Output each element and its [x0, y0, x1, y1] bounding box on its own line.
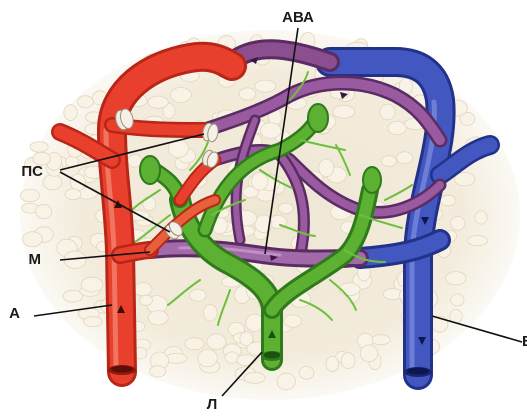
tissue-cell [150, 366, 166, 377]
tissue-cell [260, 123, 281, 139]
tissue-cell [326, 357, 339, 372]
tissue-cell [84, 317, 103, 327]
tissue-cell [244, 372, 265, 383]
tissue-cell [333, 105, 355, 118]
tissue-cell [207, 334, 226, 350]
tissue-cell [380, 104, 395, 120]
tissue-cell [77, 96, 93, 108]
tissue-cell [451, 294, 464, 306]
tissue-cell [140, 295, 153, 305]
tissue-cell [475, 211, 487, 224]
label-ps: ПС [21, 163, 43, 180]
tissue-cell [451, 216, 465, 230]
tissue-cell [20, 189, 39, 202]
tissue-cell [225, 352, 239, 363]
label-v: В [522, 333, 527, 350]
tissue-cell [64, 105, 77, 121]
tissue-cell [203, 305, 217, 321]
tissue-cell [185, 338, 204, 350]
tissue-cell [63, 290, 82, 302]
tissue-cell [43, 175, 62, 190]
tissue-cell [372, 335, 391, 345]
tissue-cell [440, 195, 456, 206]
tissue-cell [277, 373, 295, 390]
tissue-cell [239, 88, 256, 100]
tissue-cell [143, 197, 156, 211]
tissue-cell [284, 315, 302, 327]
label-ava: АВА [282, 9, 314, 26]
tissue-cell [388, 121, 406, 134]
tissue-cell [246, 314, 264, 331]
label-m: М [29, 251, 42, 268]
tissue-cell [279, 203, 294, 213]
tissue-cell [251, 173, 268, 191]
tissue-cell [360, 345, 377, 362]
tissue-cell [148, 311, 168, 325]
tissue-cell [170, 88, 191, 103]
tissue-cell [237, 355, 256, 366]
tissue-cell [446, 272, 467, 285]
tissue-cell [397, 152, 413, 164]
tissue-cell [65, 189, 81, 200]
tissue-cell [148, 96, 168, 108]
tissue-cell [467, 236, 487, 246]
tissue-cell [255, 80, 276, 92]
tissue-cell [339, 283, 360, 296]
tissue-cell [299, 366, 314, 379]
label-a: А [9, 305, 20, 322]
tissue-cell [198, 350, 218, 367]
tissue-cell [35, 204, 51, 218]
tissue-cell [30, 142, 48, 153]
tissue-cell [190, 289, 207, 301]
tissue-cell [134, 283, 152, 296]
tissue-cell [81, 277, 103, 292]
label-l: Л [207, 396, 218, 413]
tissue-cell [23, 232, 43, 247]
tissue-cell [341, 353, 355, 369]
tissue-cell [381, 156, 396, 167]
tissue-cell [319, 159, 334, 177]
